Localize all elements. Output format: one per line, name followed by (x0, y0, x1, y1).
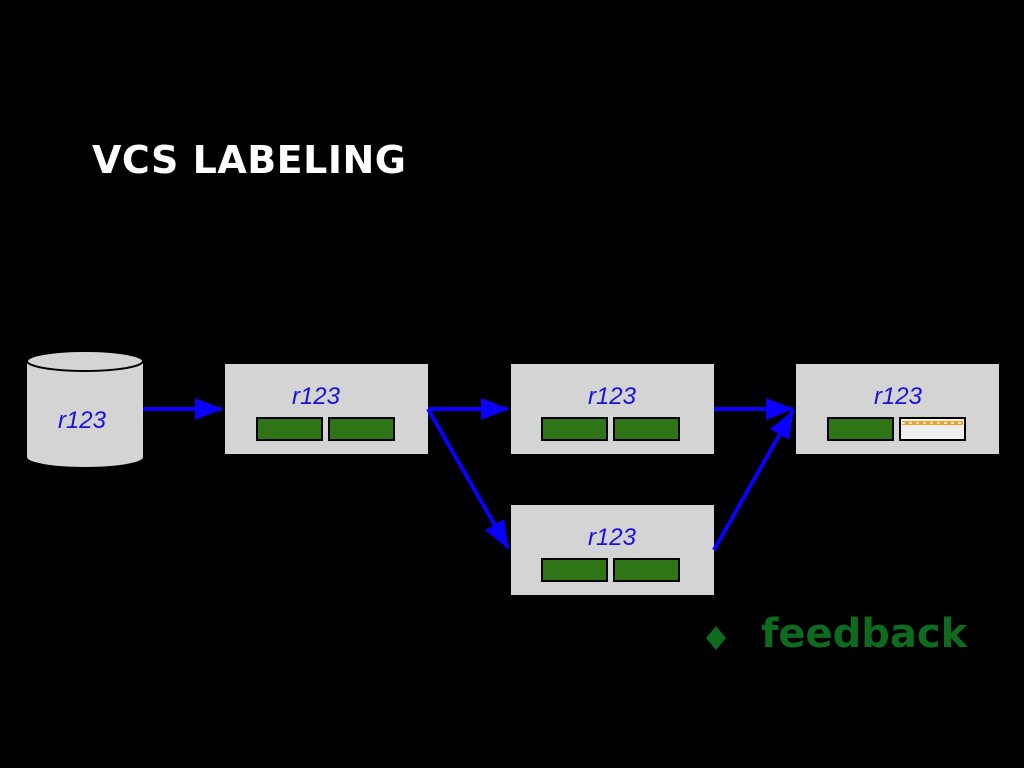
stage-3-node: r123 (796, 364, 999, 454)
stage-2a-node: r123 (511, 364, 714, 454)
stage-3-label: r123 (874, 383, 923, 410)
stage-2b-status-bar-1 (541, 558, 608, 582)
stage-2a-label: r123 (588, 383, 637, 410)
stage-1-label: r123 (292, 383, 341, 410)
arrow-stage-1-to-stage-2b (426, 408, 510, 549)
stage-2a-status-bar-2 (613, 417, 680, 441)
stage-2b-label: r123 (588, 524, 637, 551)
repository-cylinder-body (27, 361, 143, 467)
diamond-icon (706, 626, 726, 650)
repository-node: r123 (26, 350, 144, 467)
stage-3-status-bar-pending (899, 417, 966, 441)
stage-2b-status-bar-2 (613, 558, 680, 582)
arrow-stage-2b-to-stage-3 (712, 410, 795, 551)
repository-cylinder-top (26, 350, 144, 372)
stage-3-status-bar-1 (827, 417, 894, 441)
slide-title: VCS LABELING (92, 138, 407, 182)
stage-1-node: r123 (225, 364, 428, 454)
repository-label: r123 (58, 407, 107, 434)
stage-1-status-bar-2 (328, 417, 395, 441)
stage-1-status-bar-1 (256, 417, 323, 441)
stage-2b-node: r123 (511, 505, 714, 595)
stage-2a-status-bar-1 (541, 417, 608, 441)
feedback-bullet-text: feedback (761, 611, 968, 657)
